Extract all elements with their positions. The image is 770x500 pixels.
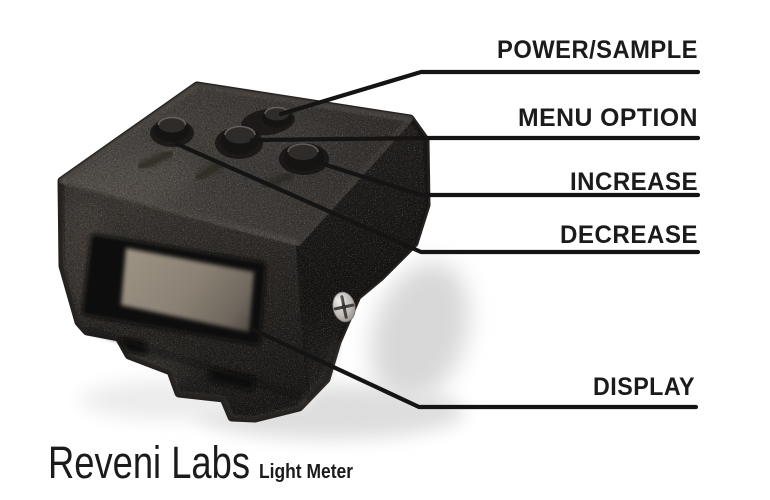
shoe-notch <box>209 368 256 391</box>
callout-line-menu-option <box>249 135 701 143</box>
callout-label-increase: INCREASE <box>570 168 698 196</box>
edge-highlight <box>298 339 340 408</box>
brand-product: Light Meter <box>259 461 353 483</box>
callout-line-power-sample <box>278 69 701 117</box>
callout-line-increase <box>317 160 701 198</box>
callout-label-display: DISPLAY <box>593 373 695 401</box>
callout-menu-option: MENU OPTION <box>249 104 701 143</box>
side-screw <box>332 291 356 323</box>
brand-logo: Reveni Labs Light Meter <box>48 437 353 488</box>
callout-line-display <box>249 326 699 410</box>
brand-name: Reveni Labs <box>48 437 250 488</box>
callout-label-decrease: DECREASE <box>560 221 698 249</box>
shoe-crease <box>87 328 301 398</box>
callout-increase: INCREASE <box>317 160 701 198</box>
device-photo <box>57 81 470 439</box>
display-screen <box>121 248 254 332</box>
callout-line-decrease <box>174 141 701 255</box>
increase-button <box>279 143 329 175</box>
callouts: POWER/SAMPLE MENU OPTION INCREASE DECREA… <box>174 36 701 410</box>
callout-label-menu-option: MENU OPTION <box>518 104 698 132</box>
callout-decrease: DECREASE <box>174 141 701 255</box>
display <box>82 234 266 345</box>
menu-option-button <box>215 125 263 159</box>
shoe-mount <box>87 328 301 398</box>
callout-label-power-sample: POWER/SAMPLE <box>497 36 698 64</box>
callout-power-sample: POWER/SAMPLE <box>278 36 701 117</box>
callout-display: DISPLAY <box>249 326 699 410</box>
decrease-button <box>150 116 194 147</box>
